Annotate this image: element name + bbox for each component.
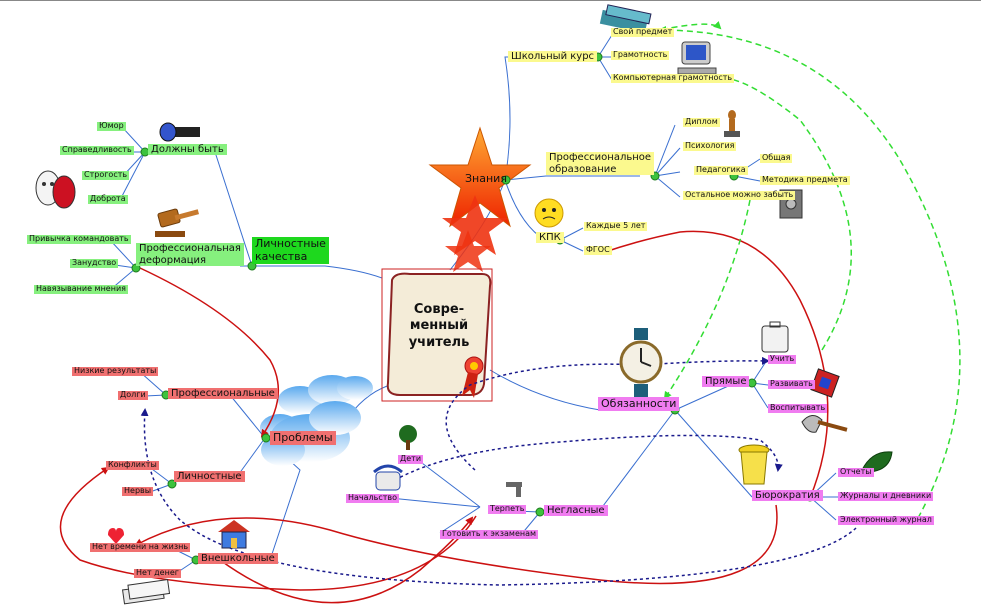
topic-journals[interactable]: Журналы и дневники xyxy=(838,491,934,501)
topic-no-money[interactable]: Нет денег xyxy=(134,568,181,578)
safe-icon xyxy=(779,189,803,219)
topic-literacy[interactable]: Грамотность xyxy=(611,50,670,60)
leaf-icon xyxy=(861,451,893,473)
topic-teach[interactable]: Учить xyxy=(768,354,797,364)
flashlight-icon xyxy=(159,122,200,142)
topic-problems[interactable]: Проблемы xyxy=(270,431,336,446)
computer-icon xyxy=(677,41,717,75)
telephone-icon xyxy=(373,464,403,491)
topic-strictness[interactable]: Строгость xyxy=(82,170,130,180)
topic-commanding-habit[interactable]: Привычка командовать xyxy=(27,234,131,244)
briefcase-icon xyxy=(761,321,789,353)
central-topic-line: Совре- xyxy=(413,302,465,317)
topic-endure[interactable]: Терпеть xyxy=(488,504,527,514)
smiley-icon xyxy=(534,198,564,228)
topic-fgos[interactable]: ФГОС xyxy=(584,245,612,255)
topic-subject-method[interactable]: Методика предмета xyxy=(760,175,850,185)
topic-kindness[interactable]: Доброта xyxy=(88,194,128,204)
topic-conflicts[interactable]: Конфликты xyxy=(106,460,159,470)
central-topic-line: учитель xyxy=(408,334,470,350)
topic-bureaucracy[interactable]: Бюрократия xyxy=(752,490,823,501)
topic-imposing-opinion[interactable]: Навязывание мнения xyxy=(34,284,128,294)
central-topic-line: менный xyxy=(409,318,469,334)
gavel-icon xyxy=(155,208,200,237)
clock-icon xyxy=(619,328,663,398)
topic-nerves[interactable]: Нервы xyxy=(122,486,154,496)
collapse-toggle[interactable] xyxy=(261,433,271,443)
topic-debts[interactable]: Долги xyxy=(118,390,148,400)
collapse-toggle[interactable] xyxy=(501,175,511,185)
topic-justice[interactable]: Справедливость xyxy=(60,145,134,155)
axe-icon xyxy=(801,415,848,433)
trash-can-icon xyxy=(738,444,770,485)
topic-educate[interactable]: Воспитывать xyxy=(768,403,828,413)
topic-prof-education[interactable]: Профессиональное образование xyxy=(546,152,655,175)
topic-prof-deformation-line: деформация xyxy=(139,254,207,266)
stamp-icon xyxy=(724,110,740,137)
topic-low-results[interactable]: Низкие результаты xyxy=(72,366,159,376)
topic-professional-problems[interactable]: Профессиональные xyxy=(168,388,278,399)
topic-personal-qualities[interactable]: Личностные качества xyxy=(252,237,329,265)
topic-school-course[interactable]: Школьный курс xyxy=(508,51,598,62)
topic-prof-deformation-line: Профессиональная xyxy=(139,243,241,254)
topic-pedagogy[interactable]: Педагогика xyxy=(694,165,748,175)
topic-kpk[interactable]: КПК xyxy=(536,232,564,243)
topic-management[interactable]: Начальство xyxy=(346,493,400,503)
relation-arrows xyxy=(59,20,961,604)
collapse-toggle[interactable] xyxy=(167,479,177,489)
collapse-toggle[interactable] xyxy=(535,507,545,517)
topic-general[interactable]: Общая xyxy=(760,153,793,163)
topic-children[interactable]: Дети xyxy=(398,454,424,464)
books-icon xyxy=(599,4,652,34)
topic-forget-rest[interactable]: Остальное можно забыть xyxy=(683,190,796,200)
topic-personal-problems[interactable]: Личностные xyxy=(174,471,245,482)
topic-every-5-years[interactable]: Каждые 5 лет xyxy=(584,221,648,231)
topic-tediousness[interactable]: Занудство xyxy=(70,258,119,268)
topic-unspoken-duties[interactable]: Негласные xyxy=(544,505,608,516)
topic-prof-education-line: Профессиональное xyxy=(549,152,652,163)
house-icon xyxy=(218,520,250,549)
topic-personal-qualities-line: Личностные xyxy=(255,237,326,250)
topic-knowledge[interactable]: Знания xyxy=(465,172,507,185)
topic-prof-deformation[interactable]: Профессиональная деформация xyxy=(136,243,244,266)
topic-humor[interactable]: Юмор xyxy=(97,121,126,131)
central-topic[interactable]: Совре- менный учитель xyxy=(404,302,474,351)
faucet-icon xyxy=(506,482,522,497)
topic-must-be[interactable]: Должны быть xyxy=(148,144,227,155)
topic-exam-prep[interactable]: Готовить к экзаменам xyxy=(440,529,539,539)
topic-own-subject[interactable]: Свой предмет xyxy=(611,27,675,37)
topic-psychology[interactable]: Психология xyxy=(683,141,737,151)
topic-e-journal[interactable]: Электронный журнал xyxy=(838,515,934,525)
rubik-cube-icon xyxy=(810,368,840,398)
topic-direct-duties[interactable]: Прямые xyxy=(702,376,750,387)
theatre-masks-icon xyxy=(35,170,76,209)
tree-icon xyxy=(399,425,417,450)
topic-prof-education-line: образование xyxy=(549,163,617,175)
heart-icon xyxy=(108,528,124,544)
money-icon xyxy=(121,579,171,605)
topic-computer-literacy[interactable]: Компьютерная грамотность xyxy=(611,73,735,83)
topic-diploma[interactable]: Диплом xyxy=(683,117,720,127)
topic-no-time[interactable]: Нет времени на жизнь xyxy=(90,542,191,552)
topic-personal-qualities-line: качества xyxy=(255,249,308,263)
star-icon xyxy=(428,126,532,272)
topic-reports[interactable]: Отчеты xyxy=(838,467,874,477)
topic-duties[interactable]: Обязанности xyxy=(598,397,680,412)
scroll-icon xyxy=(381,268,493,402)
topic-develop[interactable]: Развивать xyxy=(768,379,815,389)
topic-external-problems[interactable]: Внешкольные xyxy=(198,553,278,564)
